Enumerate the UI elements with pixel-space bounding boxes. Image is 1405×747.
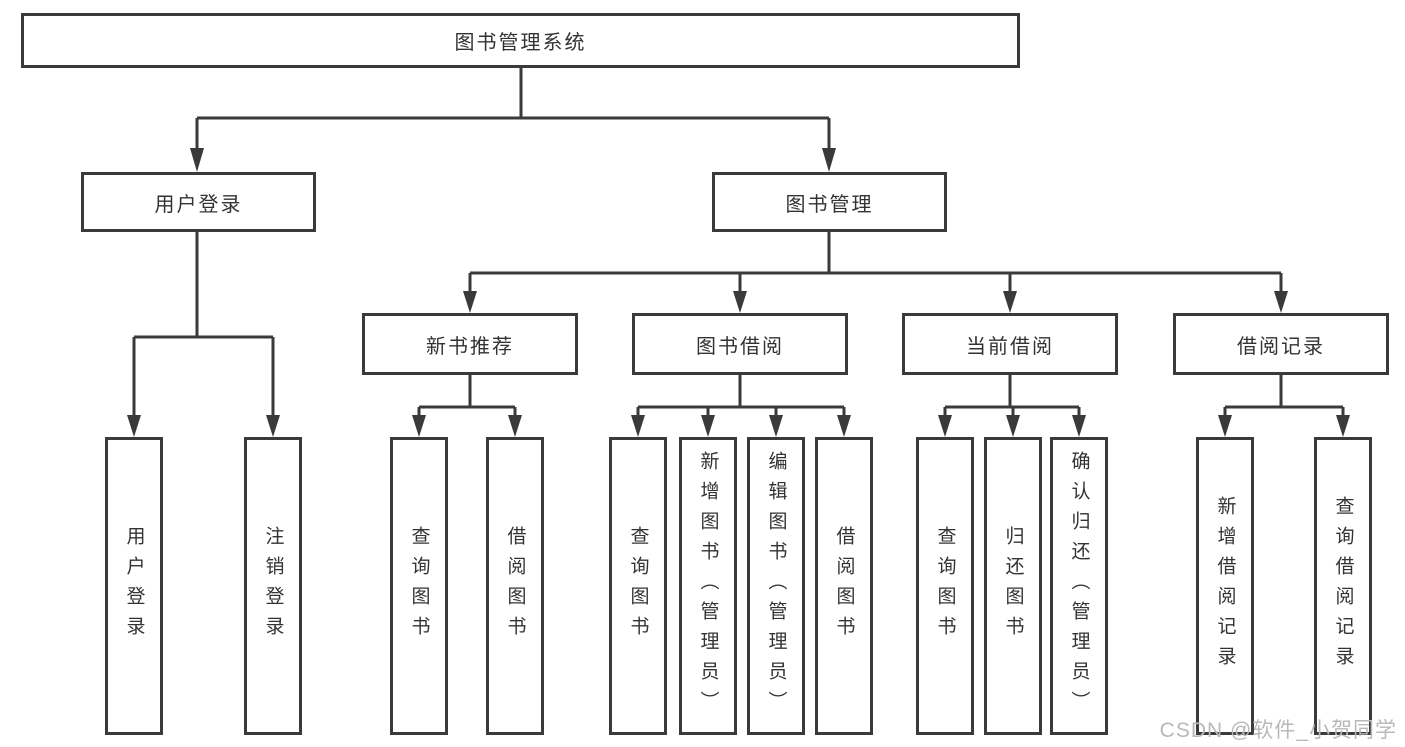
node-label: 确认归还（管理员） (1068, 451, 1090, 721)
leaf-add-borrow-record: 新增借阅记录 (1196, 437, 1254, 735)
csdn-watermark: CSDN @软件_小贺同学 (1159, 719, 1397, 742)
node-current-borrowing: 当前借阅 (902, 313, 1118, 375)
node-label: 借阅记录 (1237, 335, 1325, 358)
node-label: 归还图书 (1002, 526, 1024, 646)
node-label: 新增借阅记录 (1214, 496, 1236, 676)
node-label: 新书推荐 (426, 335, 514, 358)
node-label: 注销登录 (262, 526, 284, 646)
leaf-user-login: 用户登录 (105, 437, 163, 735)
node-label: 借阅图书 (833, 526, 855, 646)
leaf-return-books: 归还图书 (984, 437, 1042, 735)
node-book-borrowing: 图书借阅 (632, 313, 848, 375)
node-book-management: 图书管理 (712, 172, 947, 232)
leaf-borrow-books-1: 借阅图书 (486, 437, 544, 735)
leaf-query-books-2: 查询图书 (609, 437, 667, 735)
arrowheads (127, 148, 1350, 437)
node-label: 图书管理 (785, 193, 874, 216)
arrowhead-icon (127, 148, 1350, 437)
node-label: 查询图书 (627, 526, 649, 646)
node-user-login: 用户登录 (81, 172, 316, 232)
node-label: 查询借阅记录 (1332, 496, 1354, 676)
node-label: 编辑图书（管理员） (765, 451, 787, 721)
leaf-add-books-admin: 新增图书（管理员） (679, 437, 737, 735)
node-label: 当前借阅 (966, 335, 1054, 358)
node-borrowing-records: 借阅记录 (1173, 313, 1389, 375)
leaf-query-books-1: 查询图书 (390, 437, 448, 735)
leaf-edit-books-admin: 编辑图书（管理员） (747, 437, 805, 735)
leaf-query-books-3: 查询图书 (916, 437, 974, 735)
node-label: 图书管理系统 (454, 32, 587, 54)
leaf-confirm-return-admin: 确认归还（管理员） (1050, 437, 1108, 735)
leaf-logout: 注销登录 (244, 437, 302, 735)
node-new-book-recommend: 新书推荐 (362, 313, 578, 375)
connector-lines (132, 68, 1345, 418)
leaf-borrow-books-2: 借阅图书 (815, 437, 873, 735)
node-label: 查询图书 (934, 526, 956, 646)
node-label: 借阅图书 (504, 526, 526, 646)
node-label: 用户登录 (123, 526, 145, 646)
node-label: 用户登录 (154, 193, 243, 216)
node-label: 新增图书（管理员） (697, 451, 719, 721)
connector-line (132, 68, 1345, 418)
node-label: 图书借阅 (696, 335, 784, 358)
leaf-query-borrow-record: 查询借阅记录 (1314, 437, 1372, 735)
node-root-library-system: 图书管理系统 (21, 13, 1020, 68)
node-label: 查询图书 (408, 526, 430, 646)
